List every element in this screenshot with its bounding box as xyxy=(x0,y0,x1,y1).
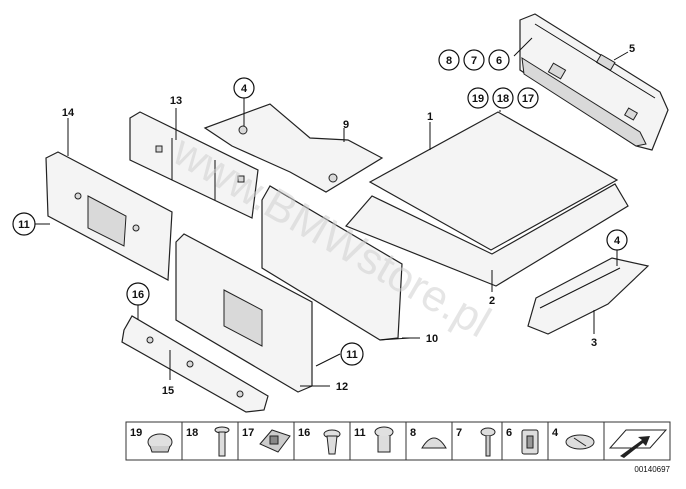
svg-text:4: 4 xyxy=(241,83,248,95)
part-9-cover xyxy=(203,103,384,193)
part-14-side-trim xyxy=(45,151,173,281)
push-pin-icon xyxy=(323,429,341,455)
callout-10: 10 xyxy=(426,333,438,345)
legend-cell-16 xyxy=(293,421,351,461)
callout-16: 16 xyxy=(126,282,150,306)
svg-text:5: 5 xyxy=(629,43,635,55)
svg-text:16: 16 xyxy=(132,289,144,301)
legend-num-7: 7 xyxy=(456,427,462,439)
document-number: 00140697 xyxy=(634,465,670,474)
legend-num-17: 17 xyxy=(242,427,254,439)
callout-6: 6 xyxy=(488,49,510,71)
legend-num-18: 18 xyxy=(186,427,198,439)
svg-text:13: 13 xyxy=(170,95,182,107)
svg-text:3: 3 xyxy=(591,337,597,349)
clip-nut-icon xyxy=(259,429,291,453)
legend-strip: 19 18 17 16 11 8 xyxy=(125,421,671,461)
leader-lines xyxy=(34,37,629,387)
legend-num-11: 11 xyxy=(354,427,366,439)
callout-9: 9 xyxy=(343,119,349,131)
callout-14: 14 xyxy=(62,107,75,119)
svg-text:12: 12 xyxy=(336,381,348,393)
svg-text:10: 10 xyxy=(426,333,438,345)
svg-text:1: 1 xyxy=(427,111,433,123)
svg-text:14: 14 xyxy=(62,107,75,119)
callout-1: 1 xyxy=(427,111,433,123)
callout-7: 7 xyxy=(463,49,485,71)
svg-text:11: 11 xyxy=(346,349,358,361)
callout-4-top: 4 xyxy=(233,77,255,99)
callout-13: 13 xyxy=(170,95,182,107)
part-2-floor-mat xyxy=(344,183,629,287)
svg-text:8: 8 xyxy=(446,55,452,67)
callout-2: 2 xyxy=(489,295,495,307)
expansion-rivet-icon xyxy=(214,426,230,457)
legend-num-6: 6 xyxy=(506,427,512,439)
round-clip-icon xyxy=(565,434,595,450)
svg-text:9: 9 xyxy=(343,119,349,131)
legend-num-4: 4 xyxy=(552,427,559,439)
round-cap-icon xyxy=(421,437,447,449)
spreader-rivet-icon xyxy=(374,426,394,453)
svg-text:4: 4 xyxy=(614,235,621,247)
callout-12: 12 xyxy=(336,381,348,393)
legend-num-8: 8 xyxy=(410,427,416,439)
part-5-trunk-panel xyxy=(519,13,669,151)
part-15-sill-strip xyxy=(121,315,269,413)
svg-text:2: 2 xyxy=(489,295,495,307)
svg-text:17: 17 xyxy=(522,93,534,105)
legend-cell-7 xyxy=(451,421,503,461)
callout-3: 3 xyxy=(591,337,597,349)
svg-text:19: 19 xyxy=(472,93,484,105)
callout-11-right: 11 xyxy=(340,342,364,366)
callout-15: 15 xyxy=(162,385,174,397)
square-nut-icon xyxy=(521,429,539,455)
svg-text:18: 18 xyxy=(497,93,509,105)
callout-4-right: 4 xyxy=(606,229,628,251)
part-13-side-trim xyxy=(129,111,259,219)
callout-19: 19 xyxy=(467,87,489,109)
legend-num-19: 19 xyxy=(130,427,142,439)
part-3-bracket xyxy=(527,257,650,335)
svg-text:11: 11 xyxy=(18,219,30,231)
part-1-floor-mat xyxy=(368,111,619,251)
callout-11-left: 11 xyxy=(12,212,36,236)
cap-plug-icon xyxy=(147,433,173,453)
callout-8: 8 xyxy=(438,49,460,71)
callout-17: 17 xyxy=(517,87,539,109)
svg-text:6: 6 xyxy=(496,55,502,67)
arrow-direction-icon xyxy=(608,429,668,458)
svg-text:7: 7 xyxy=(471,55,477,67)
callout-18: 18 xyxy=(492,87,514,109)
svg-text:15: 15 xyxy=(162,385,174,397)
legend-num-16: 16 xyxy=(298,427,310,439)
callout-5: 5 xyxy=(629,43,635,55)
screw-icon xyxy=(480,427,496,457)
